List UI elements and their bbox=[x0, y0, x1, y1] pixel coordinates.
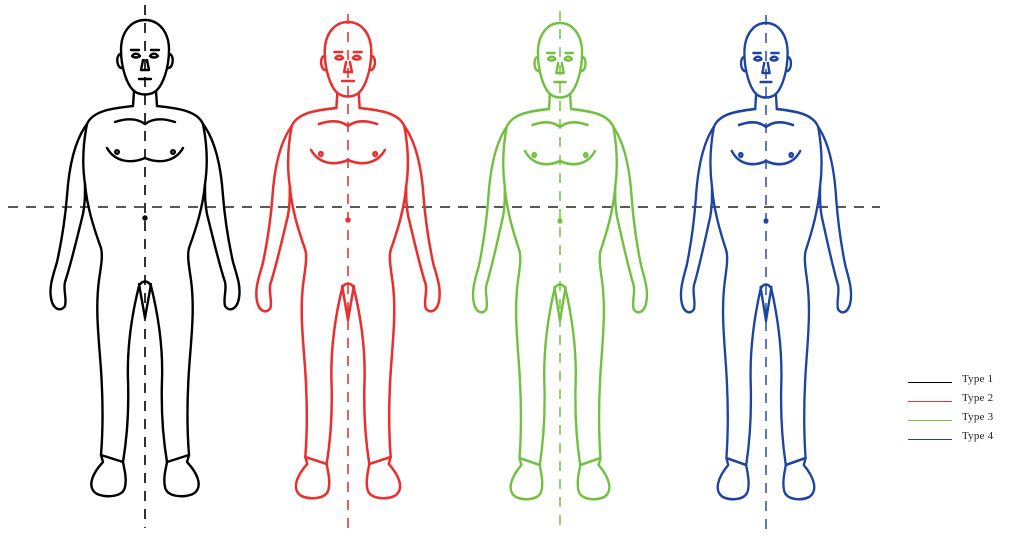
body-figure-type-1 bbox=[50, 5, 239, 528]
legend: Type 1 Type 2 Type 3 Type 4 bbox=[908, 372, 1018, 448]
legend-item-type-1: Type 1 bbox=[908, 372, 1018, 391]
body-figure-type-2 bbox=[256, 14, 439, 534]
legend-label-type-1: Type 1 bbox=[962, 373, 993, 385]
legend-item-type-3: Type 3 bbox=[908, 410, 1018, 429]
legend-line-type-3 bbox=[908, 420, 952, 421]
body-figure-type-4 bbox=[681, 15, 851, 535]
legend-line-type-4 bbox=[908, 439, 952, 440]
legend-line-type-2 bbox=[908, 401, 952, 402]
legend-label-type-3: Type 3 bbox=[962, 411, 993, 423]
legend-label-type-4: Type 4 bbox=[962, 430, 993, 442]
legend-line-type-1 bbox=[908, 382, 952, 383]
legend-item-type-2: Type 2 bbox=[908, 391, 1018, 410]
legend-item-type-4: Type 4 bbox=[908, 429, 1018, 448]
legend-label-type-2: Type 2 bbox=[962, 392, 993, 404]
body-figure-type-3 bbox=[473, 11, 647, 533]
